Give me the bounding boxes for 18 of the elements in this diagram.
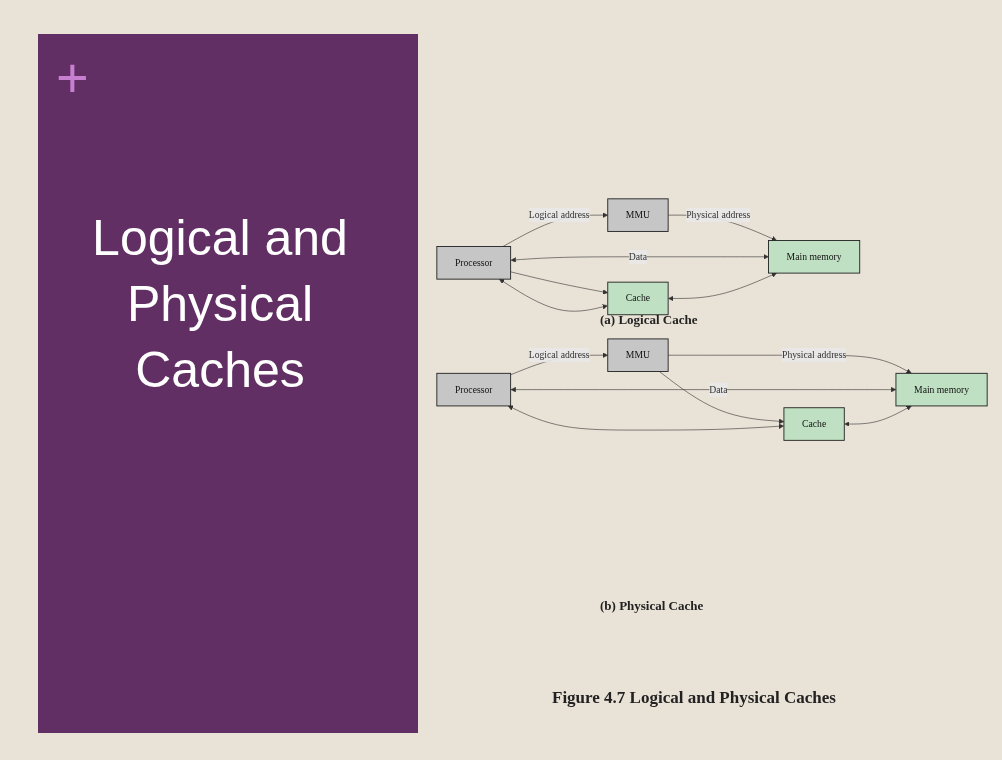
edge-label: Physical address bbox=[686, 210, 751, 221]
subfigure-caption: (b) Physical Cache bbox=[600, 598, 704, 614]
edge-label: Physical address bbox=[782, 350, 847, 361]
node-box: Processor bbox=[436, 373, 512, 407]
edge-label: Data bbox=[709, 384, 728, 395]
edge-label: Logical address bbox=[528, 210, 590, 221]
edge-label: Logical address bbox=[528, 350, 590, 361]
node-box: MMU bbox=[607, 198, 669, 233]
plus-mark: + bbox=[56, 50, 89, 106]
node-box: Cache bbox=[783, 407, 845, 442]
figure-caption: Figure 4.7 Logical and Physical Caches bbox=[552, 688, 836, 708]
edge-label: Data bbox=[628, 251, 648, 263]
node-box: MMU bbox=[607, 338, 669, 373]
node-box: Processor bbox=[436, 246, 512, 280]
node-box: Main memory bbox=[768, 240, 861, 274]
node-box: Main memory bbox=[895, 373, 988, 407]
slide-title: Logical and Physical Caches bbox=[91, 209, 349, 400]
node-box: Cache bbox=[607, 282, 669, 316]
